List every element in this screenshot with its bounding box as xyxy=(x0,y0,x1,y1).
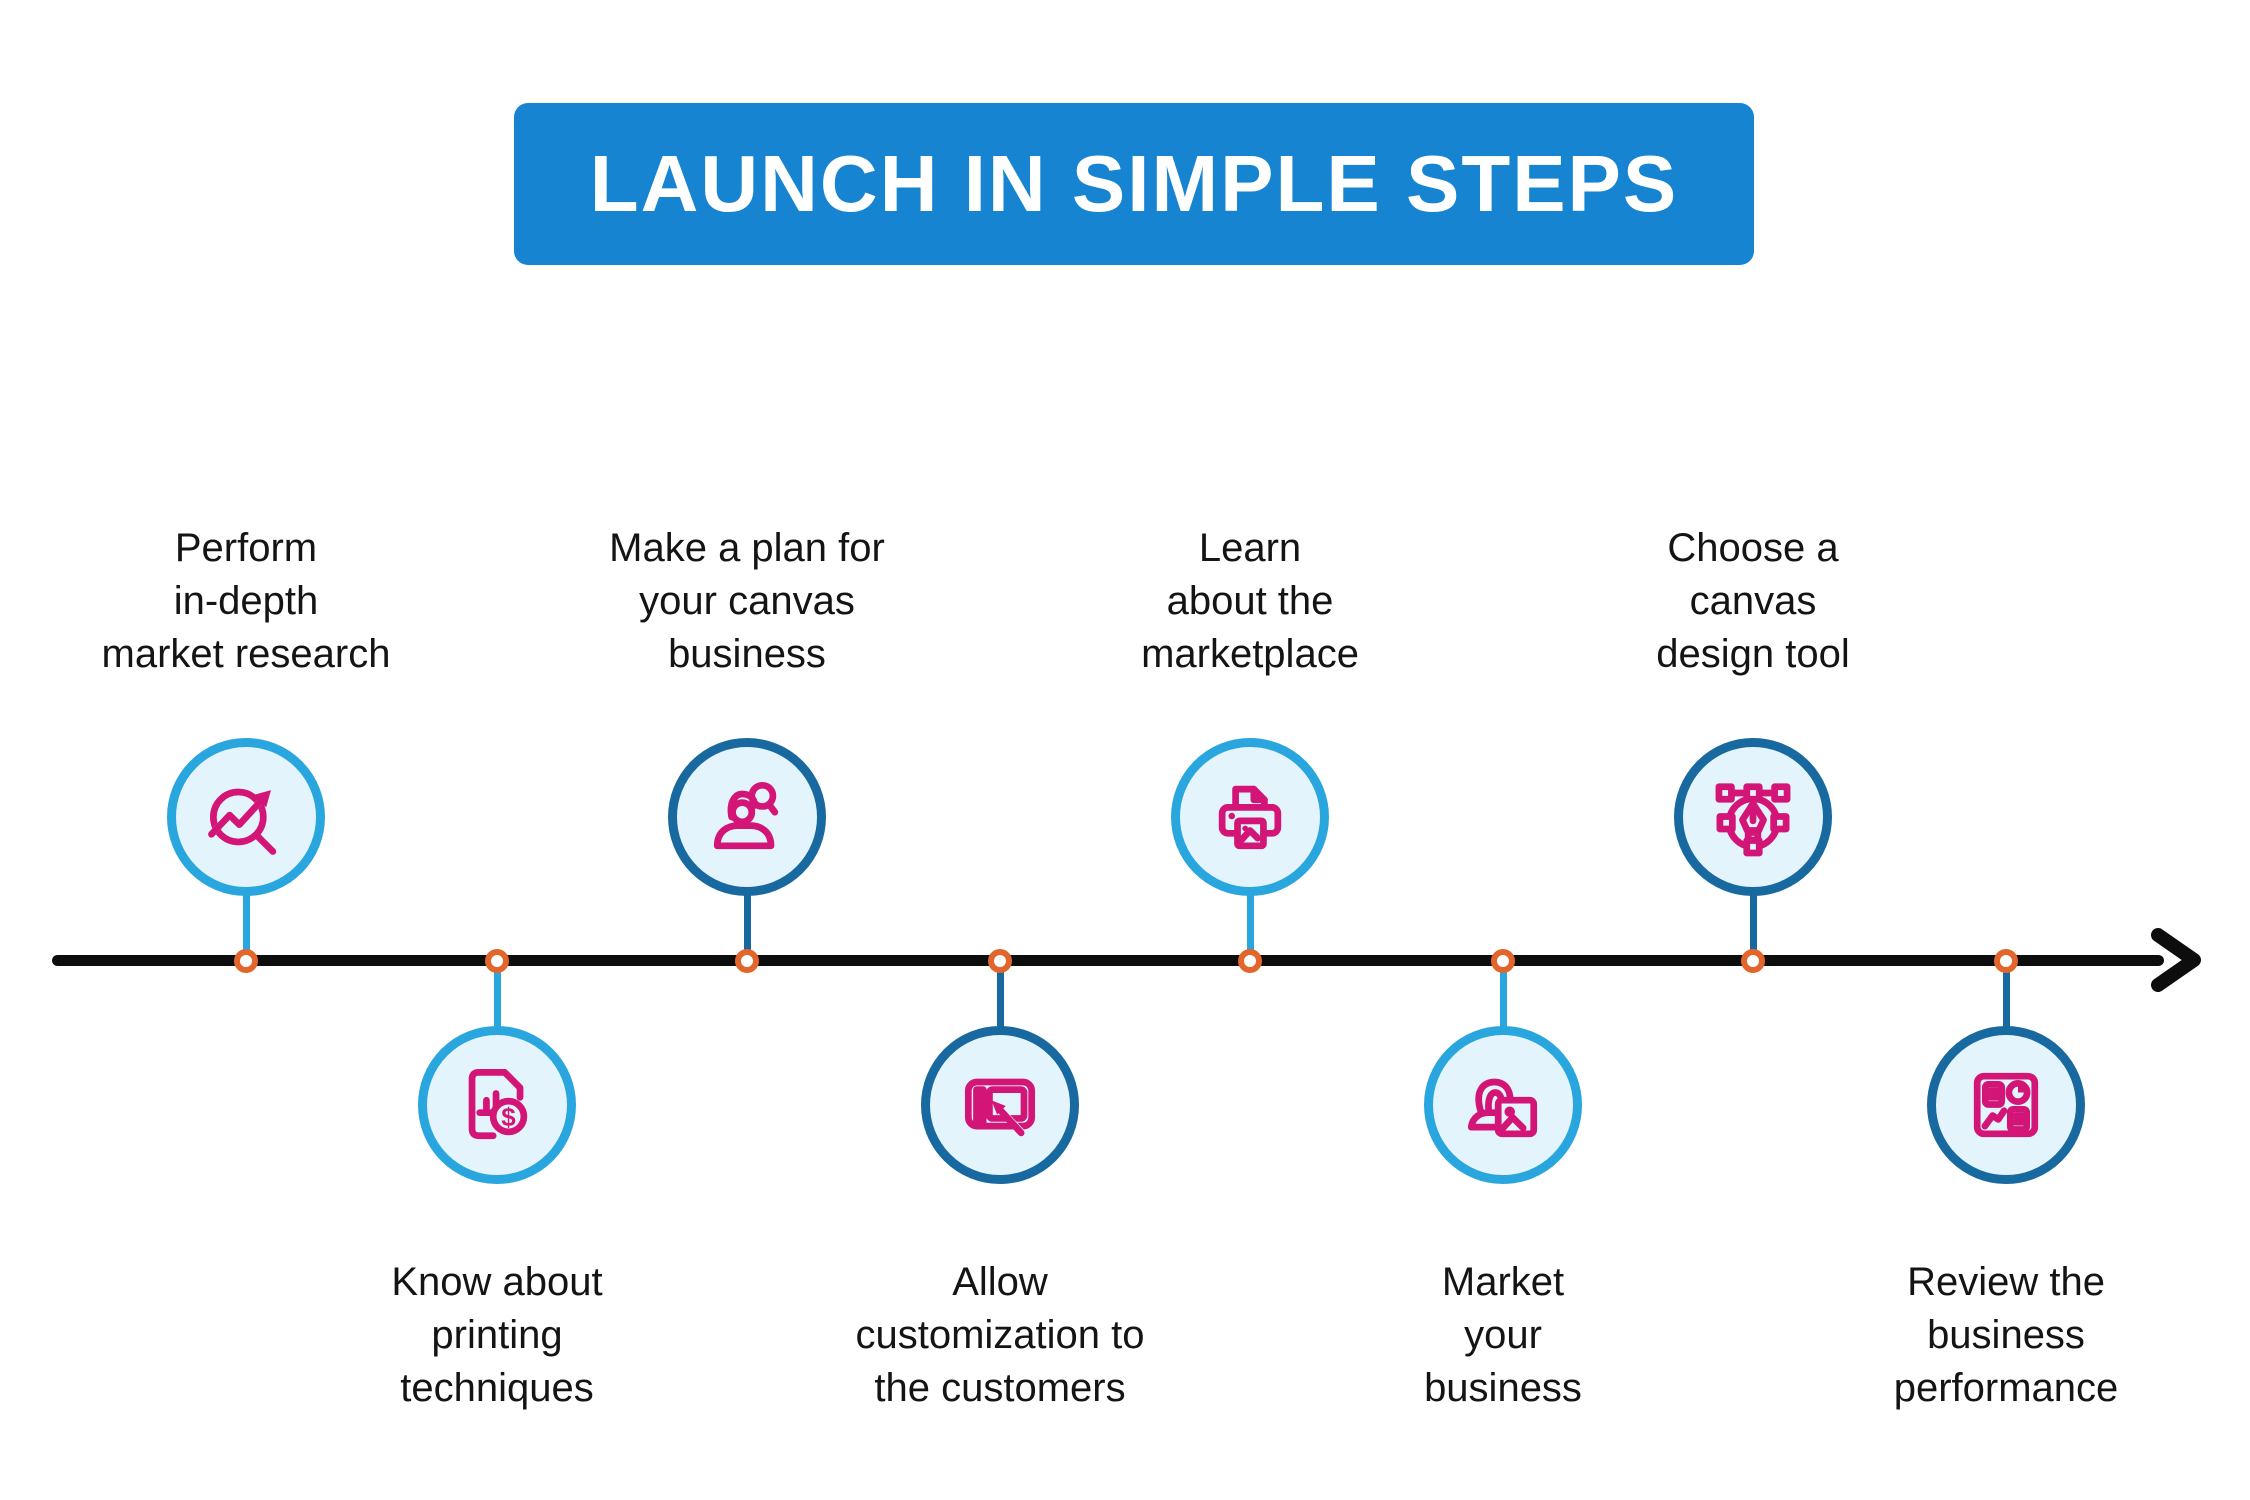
printer-icon xyxy=(1218,785,1282,850)
market-research-icon xyxy=(208,788,277,855)
step-label: Know about printing techniques xyxy=(391,1260,603,1410)
timeline-marker xyxy=(1741,949,1765,973)
step-label: Perform in-depth market research xyxy=(101,526,391,676)
pen-tool-icon xyxy=(1715,783,1791,857)
step-connector xyxy=(996,959,1004,1033)
timeline-axis xyxy=(52,955,2164,966)
customization-tablet-icon xyxy=(964,1078,1036,1140)
step-connector xyxy=(743,888,751,962)
step-label: Choose a canvas design tool xyxy=(1656,526,1850,676)
step-label: Market your business xyxy=(1424,1260,1582,1410)
timeline-marker xyxy=(1994,949,2018,973)
step-label: Review the business performance xyxy=(1893,1260,2119,1410)
timeline-marker xyxy=(234,949,258,973)
arrow-head-icon xyxy=(2151,928,2201,992)
step-connector xyxy=(1499,959,1507,1033)
marketing-person-icon xyxy=(1467,1078,1538,1138)
step-connector xyxy=(493,959,501,1033)
step-label: Learn about the marketplace xyxy=(1141,526,1359,676)
step-icon-circle xyxy=(668,738,826,896)
step-icon-circle: $ xyxy=(418,1026,576,1184)
step-icon-circle xyxy=(1424,1026,1582,1184)
title-banner: LAUNCH IN SIMPLE STEPS xyxy=(514,103,1754,265)
timeline-marker xyxy=(735,949,759,973)
step-icon-circle xyxy=(1171,738,1329,896)
page-title: LAUNCH IN SIMPLE STEPS xyxy=(589,139,1679,228)
printing-cost-icon: $ xyxy=(468,1069,528,1140)
timeline-marker xyxy=(988,949,1012,973)
step-icon-circle xyxy=(167,738,325,896)
step-icon-circle xyxy=(1674,738,1832,896)
dashboard-review-icon xyxy=(1973,1072,2039,1138)
step-icon-circle xyxy=(1927,1026,2085,1184)
timeline-marker xyxy=(1491,949,1515,973)
timeline-marker xyxy=(1238,949,1262,973)
step-icon-circle xyxy=(921,1026,1079,1184)
step-label: Allow customization to the customers xyxy=(855,1260,1145,1410)
business-plan-icon xyxy=(713,781,779,850)
step-connector xyxy=(1749,888,1757,962)
step-label: Make a plan for your canvas business xyxy=(609,526,885,676)
step-connector xyxy=(242,888,250,962)
svg-text:$: $ xyxy=(501,1104,516,1132)
step-connector xyxy=(2002,959,2010,1033)
timeline-marker xyxy=(485,949,509,973)
step-connector xyxy=(1246,888,1254,962)
